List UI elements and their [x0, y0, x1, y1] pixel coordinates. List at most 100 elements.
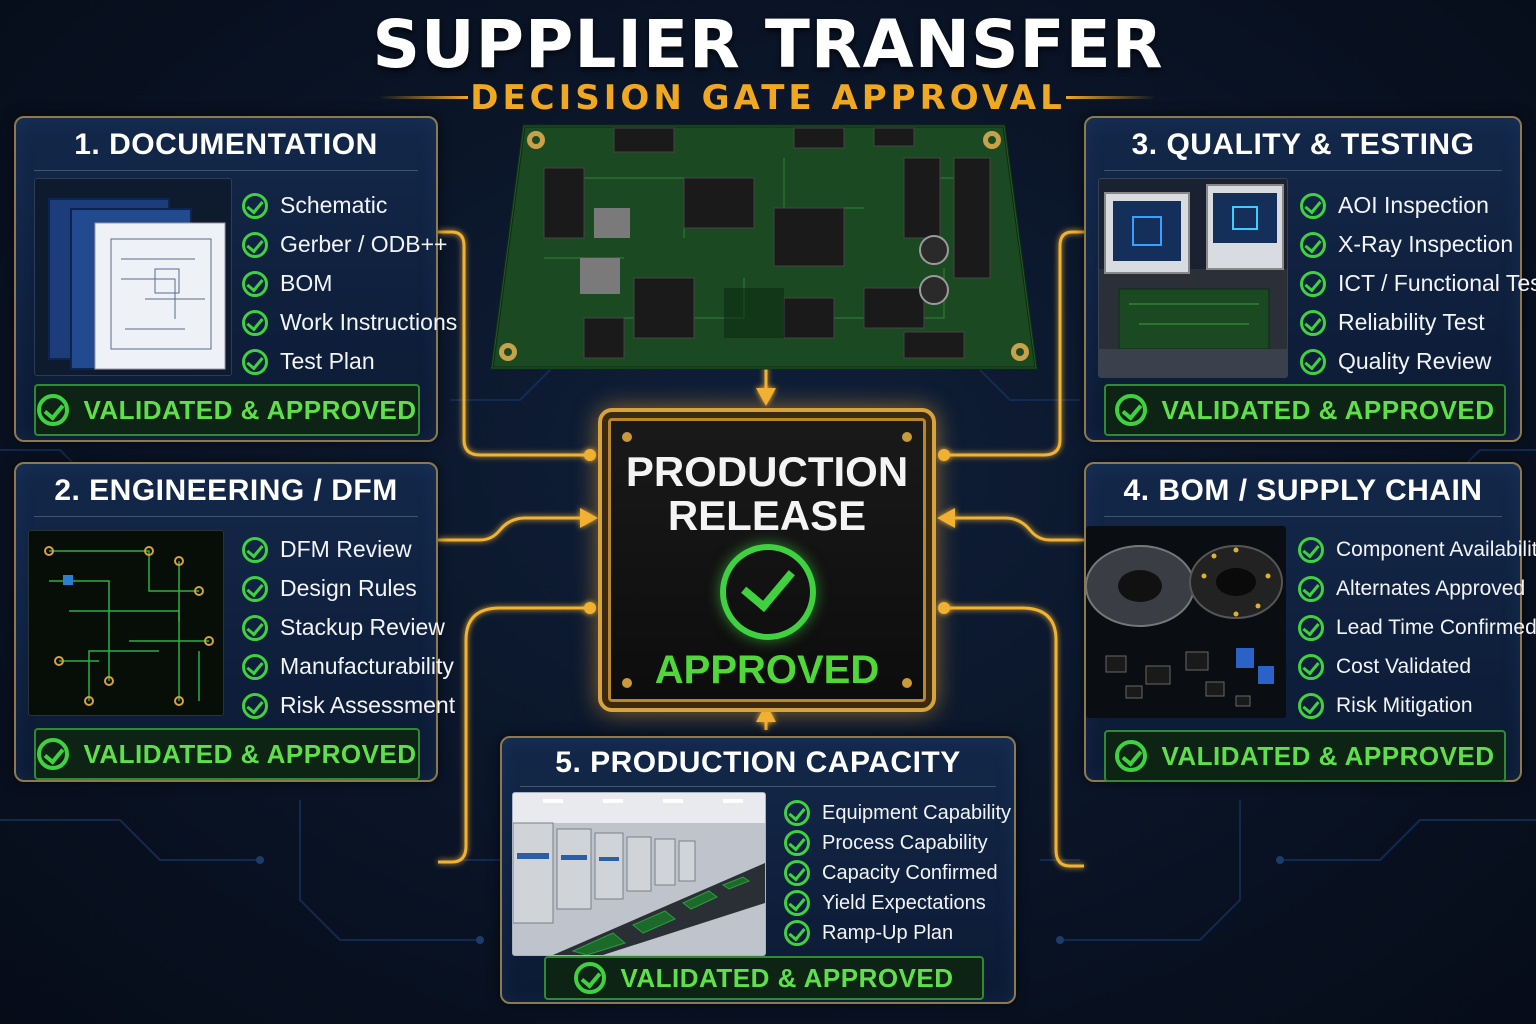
- list-item: Capacity Confirmed: [784, 858, 1011, 888]
- status-badge: VALIDATED & APPROVED: [34, 728, 420, 780]
- panel-documentation: 1. DOCUMENTATION Schematic Gerber / ODB+…: [14, 116, 457, 442]
- list-item: Design Rules: [242, 569, 455, 608]
- item-label: Cost Validated: [1336, 654, 1472, 678]
- list-item: DFM Review: [242, 530, 455, 569]
- check-icon: [784, 920, 810, 946]
- screw-icon: [622, 678, 632, 688]
- panel-divider: [34, 170, 418, 171]
- list-item: ICT / Functional Test: [1300, 264, 1536, 303]
- subtitle-rule-right: [1066, 96, 1156, 99]
- supply-chain-checklist: Component Availability Alternates Approv…: [1298, 530, 1536, 725]
- panel-title: 5. PRODUCTION CAPACITY: [555, 746, 961, 779]
- list-item: BOM: [242, 264, 457, 303]
- check-icon: [242, 309, 268, 336]
- check-icon: [784, 830, 810, 856]
- page-subtitle: DECISION GATE APPROVAL: [470, 78, 1066, 118]
- check-icon: [242, 575, 268, 602]
- status-badge: VALIDATED & APPROVED: [34, 384, 420, 436]
- panel-engineering-dfm: 2. ENGINEERING / DFM DFM Review Design R…: [14, 462, 455, 782]
- check-icon: [242, 231, 268, 258]
- check-icon: [1300, 270, 1326, 297]
- documentation-checklist: Schematic Gerber / ODB++ BOM Work Instru…: [242, 186, 457, 381]
- item-label: Ramp-Up Plan: [822, 921, 954, 944]
- check-icon: [1298, 653, 1324, 680]
- item-label: BOM: [280, 270, 333, 296]
- check-icon: [242, 192, 268, 219]
- list-item: Lead Time Confirmed: [1298, 608, 1536, 647]
- list-item: AOI Inspection: [1300, 186, 1536, 225]
- check-icon: [242, 270, 268, 297]
- list-item: Ramp-Up Plan: [784, 918, 1011, 948]
- list-item: X-Ray Inspection: [1300, 225, 1536, 264]
- screw-icon: [902, 678, 912, 688]
- check-icon: [242, 692, 268, 719]
- item-label: Process Capability: [822, 831, 988, 854]
- subtitle-rule-left: [378, 96, 468, 99]
- quality-checklist: AOI Inspection X-Ray Inspection ICT / Fu…: [1300, 186, 1536, 381]
- list-item: Quality Review: [1300, 342, 1536, 381]
- panel-divider: [520, 786, 996, 787]
- check-icon: [37, 738, 70, 770]
- check-icon: [37, 394, 70, 426]
- list-item: Component Availability: [1298, 530, 1536, 569]
- engineering-checklist: DFM Review Design Rules Stackup Review M…: [242, 530, 455, 725]
- check-icon: [1298, 692, 1324, 719]
- production-release-chip: PRODUCTION RELEASE APPROVED: [598, 408, 936, 712]
- approval-status: APPROVED: [654, 648, 880, 692]
- panel-quality-testing: 3. QUALITY & TESTING AOI Inspection X-Ra…: [1084, 116, 1536, 442]
- status-badge: VALIDATED & APPROVED: [544, 956, 984, 1000]
- badge-label: VALIDATED & APPROVED: [620, 962, 954, 993]
- check-icon: [1298, 614, 1324, 641]
- item-label: AOI Inspection: [1338, 192, 1489, 218]
- list-item: Stackup Review: [242, 608, 455, 647]
- screw-icon: [622, 432, 632, 442]
- inspection-machine-icon: [1098, 178, 1288, 378]
- panel-title: 1. DOCUMENTATION: [74, 128, 378, 161]
- panel-production-capacity: 5. PRODUCTION CAPACITY Equipment Capabil…: [500, 736, 1016, 1004]
- check-circle-icon: [720, 544, 816, 640]
- check-icon: [242, 536, 268, 563]
- check-icon: [784, 800, 810, 826]
- item-label: Work Instructions: [280, 309, 458, 335]
- item-label: Alternates Approved: [1336, 576, 1526, 600]
- panel-bom-supply-chain: 4. BOM / SUPPLY CHAIN Component Availabi…: [1084, 462, 1536, 782]
- check-icon: [574, 962, 607, 994]
- item-label: Lead Time Confirmed: [1336, 615, 1536, 639]
- item-label: Design Rules: [280, 575, 417, 601]
- item-label: Risk Assessment: [280, 692, 456, 718]
- list-item: Equipment Capability: [784, 798, 1011, 828]
- check-icon: [1300, 192, 1326, 219]
- check-icon: [1300, 348, 1326, 375]
- chip-title-line2: RELEASE: [667, 492, 867, 539]
- panel-divider: [1104, 170, 1502, 171]
- status-badge: VALIDATED & APPROVED: [1104, 384, 1506, 436]
- panel-divider: [34, 516, 418, 517]
- document-binders-icon: [34, 178, 232, 376]
- item-label: Schematic: [280, 192, 388, 218]
- check-icon: [242, 614, 268, 641]
- check-icon: [1115, 740, 1148, 772]
- list-item: Schematic: [242, 186, 457, 225]
- list-item: Gerber / ODB++: [242, 225, 457, 264]
- component-reels-icon: [1086, 526, 1286, 718]
- pcb-board-icon: [490, 124, 1038, 370]
- check-icon: [784, 890, 810, 916]
- item-label: Quality Review: [1338, 348, 1492, 374]
- item-label: Equipment Capability: [822, 801, 1011, 824]
- chip-title-line1: PRODUCTION: [625, 448, 909, 495]
- panel-title: 2. ENGINEERING / DFM: [54, 474, 398, 507]
- list-item: Work Instructions: [242, 303, 457, 342]
- list-item: Cost Validated: [1298, 647, 1536, 686]
- check-icon: [784, 860, 810, 886]
- badge-label: VALIDATED & APPROVED: [83, 394, 417, 425]
- item-label: Gerber / ODB++: [280, 231, 448, 257]
- list-item: Risk Assessment: [242, 686, 455, 725]
- smt-line-icon: [512, 792, 766, 956]
- panel-divider: [1104, 516, 1502, 517]
- item-label: Risk Mitigation: [1336, 693, 1473, 717]
- pcb-layout-icon: [28, 530, 224, 716]
- check-icon: [1298, 536, 1324, 563]
- list-item: Alternates Approved: [1298, 569, 1536, 608]
- panel-title: 4. BOM / SUPPLY CHAIN: [1123, 474, 1483, 507]
- list-item: Test Plan: [242, 342, 457, 381]
